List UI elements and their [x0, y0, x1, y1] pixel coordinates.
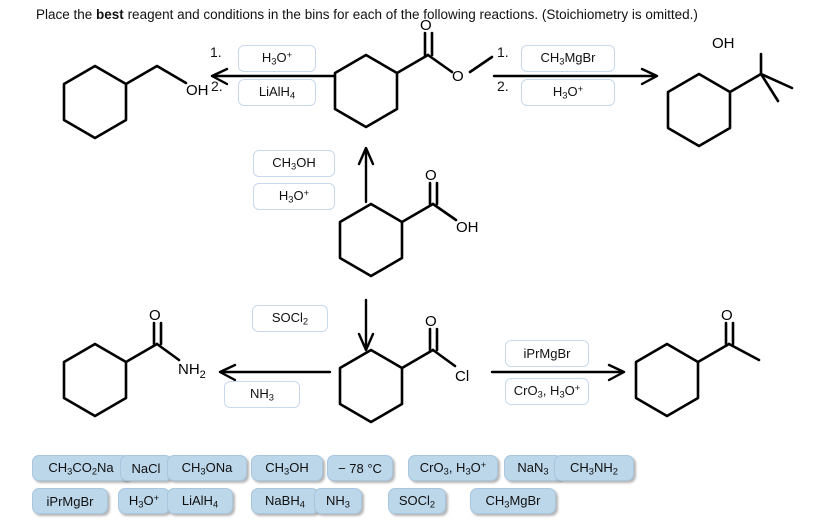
atom-label-nh2: NH2 [178, 361, 206, 381]
structure-methyl-cyclohexanecarboxylate [333, 31, 494, 129]
answer-tile-nan3[interactable]: NaN3 [504, 455, 562, 481]
answer-tile-ch3ona[interactable]: CH3ONa [167, 455, 247, 481]
atom-label-o-ester-link: O [452, 68, 464, 85]
step-number-tl-2: 2. [211, 78, 223, 94]
answer-tile-cro3-h3o[interactable]: CrO3, H3O+ [408, 455, 498, 481]
answer-tile-nabh4[interactable]: NaBH4 [251, 488, 319, 514]
bin-label: SOCl2 [271, 310, 309, 327]
answer-tile-ch3nh2[interactable]: CH3NH2 [554, 455, 634, 481]
bin-acid-chloride-to-amide[interactable]: NH3 [224, 381, 300, 408]
answer-tile-label: CH3MgBr [485, 492, 541, 510]
answer-tile-label: CrO3, H3O+ [419, 459, 487, 477]
bin-label: iPrMgBr [523, 346, 571, 361]
answer-tile-label: NaCl [131, 460, 161, 476]
structure-cyclohexanecarboxamide [62, 321, 181, 418]
arrow-acid-chloride-to-amide [218, 363, 332, 382]
arrow-acid-to-ester [357, 146, 375, 204]
atom-label-cl: Cl [455, 368, 469, 385]
bin-top-left-step1[interactable]: H3O+ [238, 45, 316, 72]
bin-label: H3O+ [278, 188, 310, 205]
answer-tile-h3o[interactable]: H3O+ [118, 488, 170, 514]
bin-acid-chloride-to-ketone-1[interactable]: iPrMgBr [505, 340, 589, 367]
answer-tile-ch3mgbr[interactable]: CH3MgBr [470, 488, 556, 514]
answer-tile-label: H3O+ [128, 492, 160, 510]
answer-tile-label: CH3NH2 [570, 459, 618, 477]
atom-label-oh-cyclohexylmethanol: OH [186, 82, 209, 99]
bin-label: NH3 [250, 386, 274, 403]
bin-acid-to-ester-1[interactable]: CH3OH [253, 150, 335, 177]
answer-tile-label: LiAlH4 [181, 492, 219, 510]
answer-tile-label: CH3ONa [181, 459, 233, 477]
step-number-tr-2: 2. [497, 78, 509, 94]
arrow-acid-to-acid-chloride [357, 298, 375, 352]
answer-tile-nh3[interactable]: NH3 [314, 488, 362, 514]
answer-tile-socl2[interactable]: SOCl2 [388, 488, 446, 514]
atom-label-oh-acid: OH [456, 219, 479, 236]
answer-tile-label: NaBH4 [265, 492, 305, 510]
bin-label: CH3OH [272, 155, 316, 172]
atom-label-o-amide: O [149, 307, 161, 324]
answer-tile-label: − 78 °C [338, 460, 382, 476]
structure-cyclohexanecarboxylic-acid [338, 181, 458, 278]
bin-acid-chloride-to-ketone-2[interactable]: CrO3, H3O+ [505, 378, 589, 405]
atom-label-o-acid: O [425, 167, 437, 184]
bin-top-left-step2[interactable]: LiAlH4 [238, 79, 316, 106]
prompt-text-after: reagent and conditions in the bins for e… [123, 7, 698, 22]
bin-acid-to-acid-chloride[interactable]: SOCl2 [252, 305, 328, 332]
atom-label-o-ketone: O [721, 307, 733, 324]
answer-tile-label: CH3OH [265, 459, 309, 477]
answer-tile-label: CH3CO2Na [48, 459, 114, 477]
structure-cyclohexylmethanol [62, 64, 188, 140]
structure-cyclohexyl-methyl-ketone [634, 321, 761, 418]
answer-tile-nacl[interactable]: NaCl [120, 455, 172, 481]
bin-label: H3O+ [552, 84, 584, 101]
structure-cyclohexanecarbonyl-chloride [338, 327, 457, 424]
prompt-text-before: Place the [36, 7, 97, 22]
bin-acid-to-ester-2[interactable]: H3O+ [253, 183, 335, 210]
answer-tile-lialh4[interactable]: LiAlH4 [167, 488, 233, 514]
atom-label-o-acid-chloride: O [425, 313, 437, 330]
answer-tile-ch3oh[interactable]: CH3OH [251, 455, 323, 481]
answer-tile-78-c[interactable]: − 78 °C [327, 455, 393, 481]
answer-tile-ch3co2na[interactable]: CH3CO2Na [32, 455, 130, 481]
answer-tile-iprmgbr[interactable]: iPrMgBr [32, 488, 108, 514]
answer-tile-label: NH3 [326, 492, 350, 510]
prompt-emphasis: best [96, 7, 124, 22]
atom-label-oh-tertiary: OH [712, 35, 735, 52]
bin-top-right-step2[interactable]: H3O+ [521, 79, 615, 106]
page-title: Place the best reagent and conditions in… [36, 6, 826, 24]
bin-label: H3O+ [261, 50, 293, 67]
bin-top-right-step1[interactable]: CH3MgBr [521, 45, 615, 72]
bin-label: LiAlH4 [258, 84, 296, 101]
step-number-tr-1: 1. [497, 44, 509, 60]
structure-2-cyclohexylpropan-2-ol [666, 52, 794, 148]
bin-label: CH3MgBr [540, 50, 596, 67]
answer-tile-label: NaN3 [517, 459, 549, 477]
step-number-tl-1: 1. [210, 44, 222, 60]
answer-tile-label: iPrMgBr [46, 493, 94, 509]
answer-tile-label: SOCl2 [398, 492, 436, 510]
bin-label: CrO3, H3O+ [513, 383, 581, 400]
